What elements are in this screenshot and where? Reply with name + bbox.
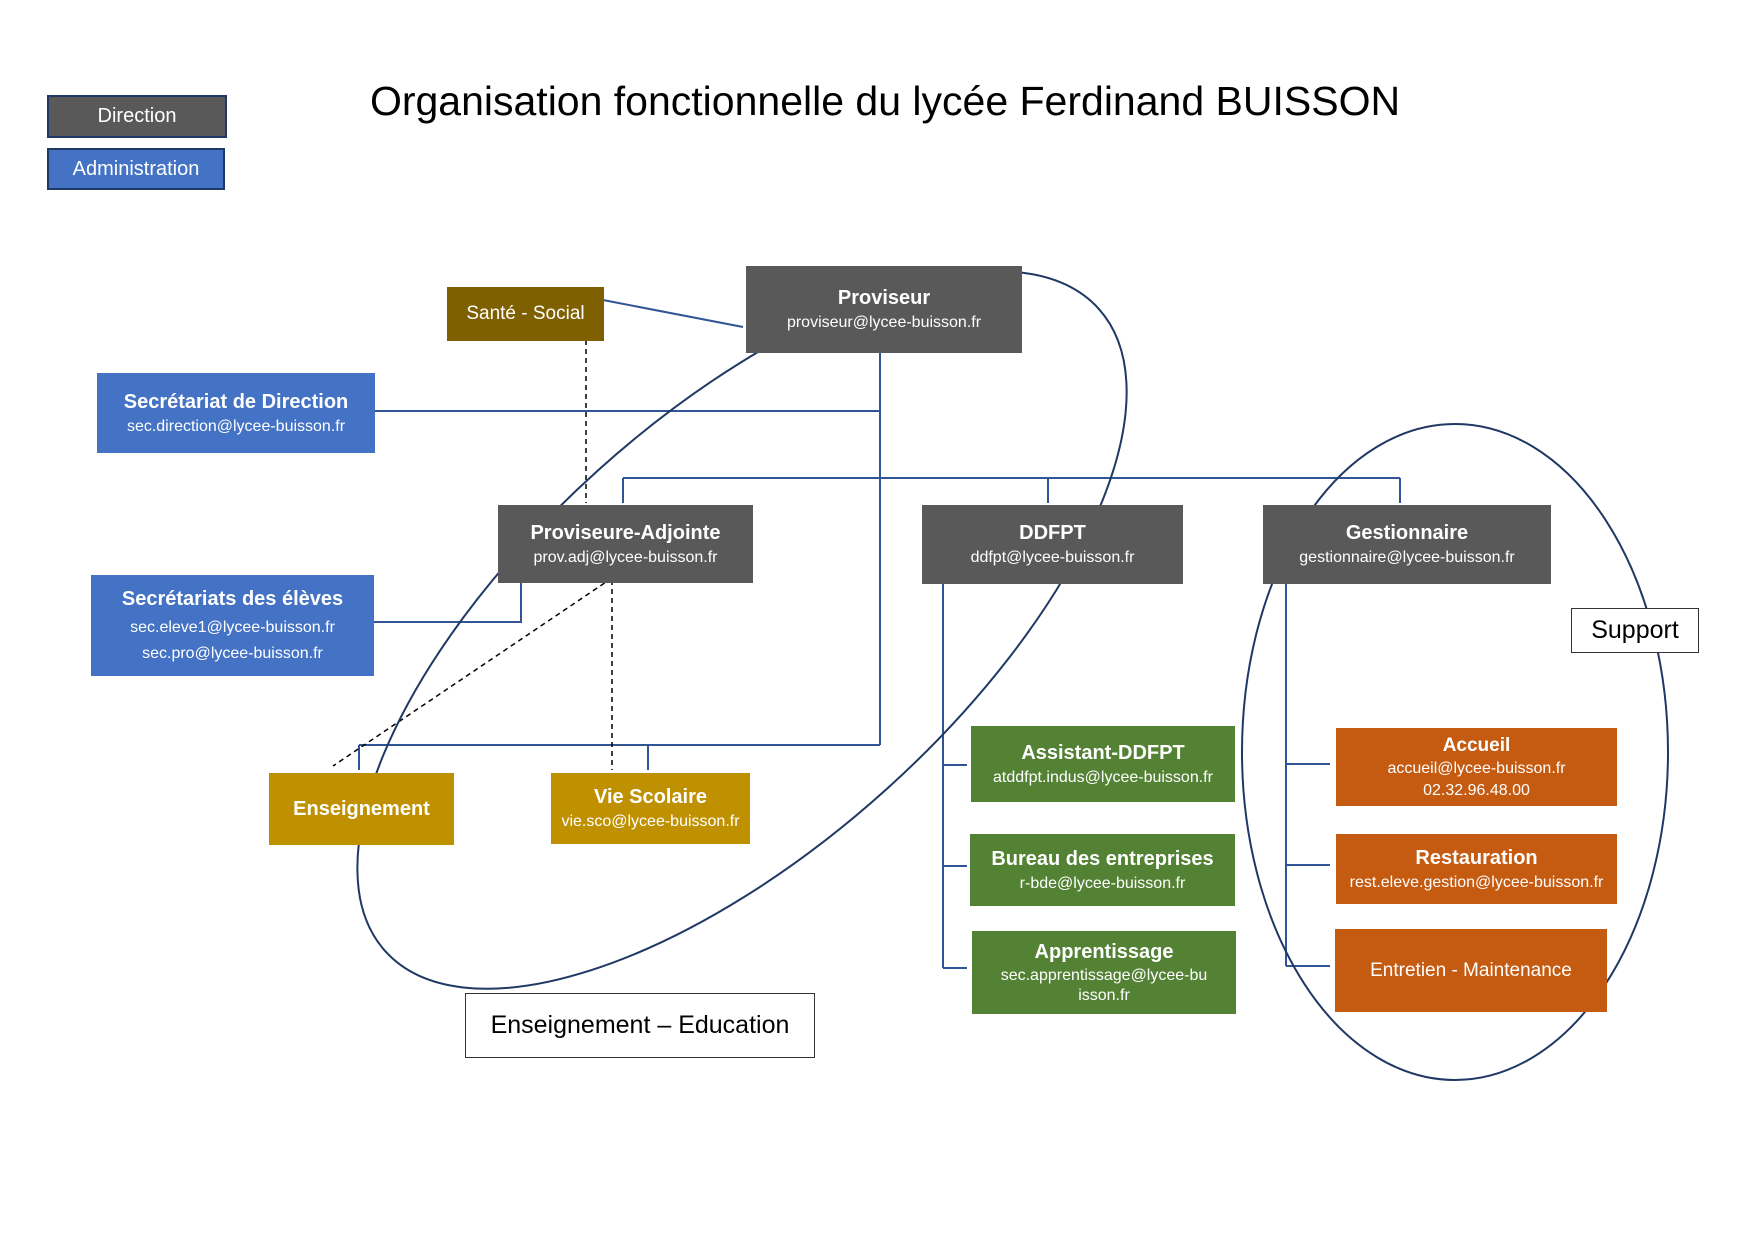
node-title: Entretien - Maintenance — [1370, 959, 1572, 981]
node-bureau-entreprises: Bureau des entreprises r-bde@lycee-buiss… — [970, 834, 1235, 906]
line-sante-proviseur — [602, 299, 744, 328]
node-title: Secrétariats des élèves — [121, 588, 344, 611]
node-enseignement: Enseignement — [269, 773, 454, 845]
node-email: proviseur@lycee-buisson.fr — [786, 314, 982, 332]
legend-direction: Direction — [47, 95, 227, 138]
node-sante-social: Santé - Social — [447, 287, 604, 341]
node-title: Vie Scolaire — [593, 786, 708, 809]
node-email: gestionnaire@lycee-buisson.fr — [1299, 549, 1515, 567]
node-title: Gestionnaire — [1345, 522, 1469, 545]
node-title: Bureau des entreprises — [991, 847, 1214, 870]
node-email: rest.eleve.gestion@lycee-buisson.fr — [1349, 873, 1604, 891]
legend-administration: Administration — [47, 148, 225, 190]
node-ddfpt: DDFPT ddfpt@lycee-buisson.fr — [922, 505, 1183, 584]
node-proviseure-adjointe: Proviseure-Adjointe prov.adj@lycee-buiss… — [498, 505, 753, 583]
node-phone: 02.32.96.48.00 — [1423, 781, 1530, 799]
node-title: Enseignement — [293, 797, 430, 820]
node-email: atddfpt.indus@lycee-buisson.fr — [993, 768, 1213, 786]
node-email: accueil@lycee-buisson.fr — [1387, 760, 1566, 778]
ellipse-enseignement-education — [356, 270, 1128, 990]
node-title: DDFPT — [1019, 522, 1086, 545]
node-title: Restauration — [1415, 846, 1538, 869]
group-label-enseignement-education: Enseignement – Education — [465, 993, 815, 1058]
node-title: Proviseure-Adjointe — [530, 521, 721, 544]
group-label-support: Support — [1571, 608, 1699, 653]
dashed-adjointe-enseignement — [332, 577, 613, 767]
node-email: vie.sco@lycee-buisson.fr — [561, 813, 740, 831]
node-assistant-ddfpt: Assistant-DDFPT atddfpt.indus@lycee-buis… — [971, 726, 1235, 802]
node-title: Proviseur — [837, 287, 931, 310]
node-title: Apprentissage — [1034, 941, 1174, 963]
line-sec-eleves — [373, 581, 522, 623]
node-proviseur: Proviseur proviseur@lycee-buisson.fr — [746, 266, 1022, 353]
node-title: Secrétariat de Direction — [123, 390, 349, 413]
node-email: sec.eleve1@lycee-buisson.fr — [130, 619, 335, 637]
node-accueil: Accueil accueil@lycee-buisson.fr 02.32.9… — [1336, 728, 1617, 806]
node-email: sec.direction@lycee-buisson.fr — [126, 417, 346, 435]
node-title: Assistant-DDFPT — [1021, 741, 1185, 764]
node-title: Accueil — [1442, 734, 1511, 756]
node-email: sec.apprentissage@lycee-buisson.fr — [1000, 967, 1208, 1004]
node-email: prov.adj@lycee-buisson.fr — [533, 548, 718, 566]
node-secretariat-direction: Secrétariat de Direction sec.direction@l… — [97, 373, 375, 453]
node-apprentissage: Apprentissage sec.apprentissage@lycee-bu… — [972, 931, 1236, 1014]
page-title: Organisation fonctionnelle du lycée Ferd… — [369, 78, 1401, 124]
node-secretariats-eleves: Secrétariats des élèves sec.eleve1@lycee… — [91, 575, 374, 676]
node-vie-scolaire: Vie Scolaire vie.sco@lycee-buisson.fr — [551, 773, 750, 844]
node-restauration: Restauration rest.eleve.gestion@lycee-bu… — [1336, 834, 1617, 904]
node-gestionnaire: Gestionnaire gestionnaire@lycee-buisson.… — [1263, 505, 1551, 584]
node-email: sec.pro@lycee-buisson.fr — [142, 645, 323, 662]
ellipse-support — [1241, 423, 1669, 1081]
node-email: r-bde@lycee-buisson.fr — [1019, 874, 1186, 892]
node-email: ddfpt@lycee-buisson.fr — [970, 549, 1135, 567]
node-title: Santé - Social — [466, 303, 585, 325]
node-entretien-maintenance: Entretien - Maintenance — [1335, 929, 1607, 1012]
